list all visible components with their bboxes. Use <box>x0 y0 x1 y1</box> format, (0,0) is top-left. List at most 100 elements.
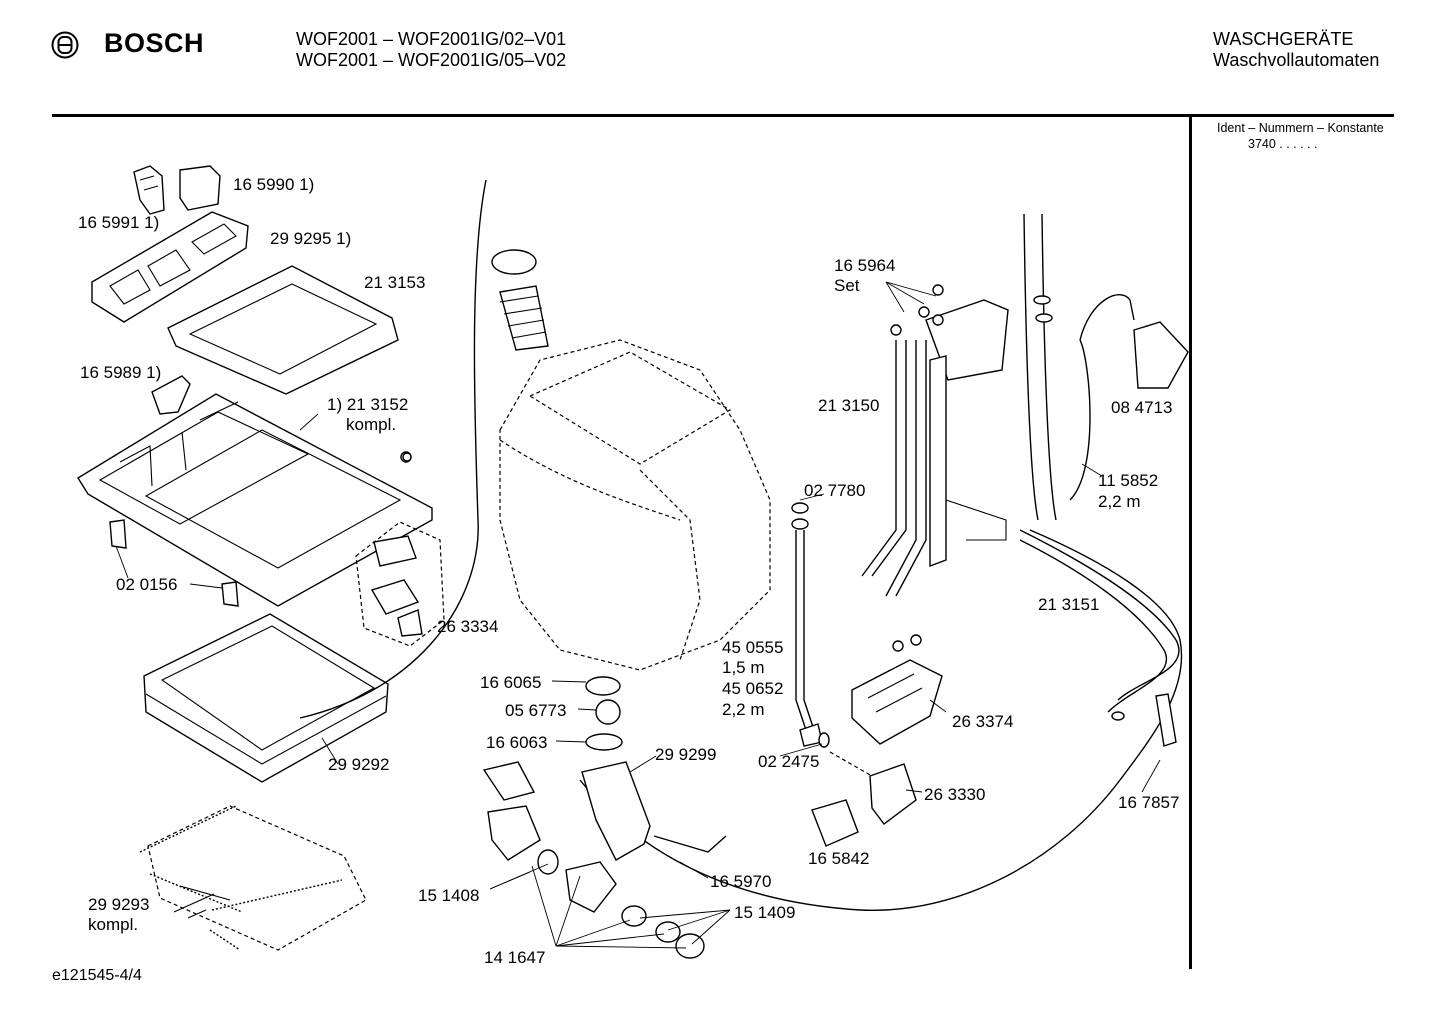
svg-text:29 9293: 29 9293 <box>88 895 149 914</box>
svg-text:Set: Set <box>834 276 860 295</box>
svg-text:15 1409: 15 1409 <box>734 903 795 922</box>
svg-text:29 9295 1): 29 9295 1) <box>270 229 351 248</box>
svg-text:26 3374: 26 3374 <box>952 712 1013 731</box>
drawer-housing-part <box>167 265 399 395</box>
part-label: 26 3374 <box>952 712 1013 731</box>
svg-text:16 6063: 16 6063 <box>486 733 547 752</box>
ident-title: Ident – Nummern – Konstante <box>1217 121 1384 135</box>
part-label: 21 3150 <box>818 396 879 415</box>
springs-set-part <box>139 805 367 951</box>
svg-text:02 7780: 02 7780 <box>804 481 865 500</box>
svg-text:21 3150: 21 3150 <box>818 396 879 415</box>
inlet-manifold-part <box>861 284 1009 597</box>
part-label: 29 9293 <box>88 895 149 914</box>
model-line-2: WOF2001 – WOF2001IG/05–V02 <box>296 50 567 70</box>
part-label: Set <box>834 276 860 295</box>
part-label: 26 3330 <box>924 785 985 804</box>
drain-hose-part <box>1023 213 1189 521</box>
door-seal-frame-part <box>143 613 389 783</box>
svg-text:1) 21 3152: 1) 21 3152 <box>327 395 408 414</box>
part-label: 21 3153 <box>364 273 425 292</box>
svg-text:1,5 m: 1,5 m <box>722 658 765 677</box>
part-label: 16 5991 1) <box>78 213 159 232</box>
svg-text:kompl.: kompl. <box>346 415 396 434</box>
part-label: 2,2 m <box>722 700 765 719</box>
part-label: 16 6063 <box>486 733 547 752</box>
drawing-number: e121545-4/4 <box>52 967 142 984</box>
svg-text:15 1408: 15 1408 <box>418 886 479 905</box>
category-title: WASCHGERÄTE <box>1213 29 1354 49</box>
svg-text:08 4713: 08 4713 <box>1111 398 1172 417</box>
part-label: 1) 21 3152 <box>327 395 408 414</box>
part-label: 1,5 m <box>722 658 765 677</box>
part-label: 11 5852 <box>1098 471 1158 490</box>
part-label: 16 5990 1) <box>233 175 314 194</box>
pressure-switch-group <box>355 452 445 647</box>
part-label: 16 5989 1) <box>80 363 161 382</box>
part-label: 02 0156 <box>116 575 177 594</box>
ident-value: 3740 . . . . . . <box>1248 137 1318 151</box>
svg-text:kompl.: kompl. <box>88 915 138 934</box>
pressure-valve-part <box>811 751 917 847</box>
part-label: 05 6773 <box>505 701 566 720</box>
svg-text:29 9299: 29 9299 <box>655 745 716 764</box>
svg-text:05 6773: 05 6773 <box>505 701 566 720</box>
detergent-drawer-part <box>91 211 249 323</box>
subcategory-title: Waschvollautomaten <box>1213 50 1380 70</box>
inlet-valve-part <box>851 634 943 745</box>
svg-text:26 3334: 26 3334 <box>437 617 498 636</box>
part-labels: 16 5990 1) 16 5991 1) 29 9295 1) 21 3153… <box>78 175 1179 967</box>
svg-text:11 5852: 11 5852 <box>1098 471 1158 490</box>
tub-casing-part <box>499 339 771 671</box>
brand-name: BOSCH <box>104 28 205 58</box>
drain-hose-outline <box>579 529 1183 911</box>
svg-text:45 0652: 45 0652 <box>722 679 783 698</box>
part-label: 2,2 m <box>1098 492 1141 511</box>
part-label: 15 1409 <box>734 903 795 922</box>
svg-text:29 9292: 29 9292 <box>328 755 389 774</box>
svg-text:16 7857: 16 7857 <box>1118 793 1179 812</box>
hose-outline <box>299 179 487 719</box>
part-label: 14 1647 <box>484 948 545 967</box>
model-line-1: WOF2001 – WOF2001IG/02–V01 <box>296 29 567 49</box>
part-label: 26 3334 <box>437 617 498 636</box>
svg-text:16 5989 1): 16 5989 1) <box>80 363 161 382</box>
part-label: 21 3151 <box>1038 595 1099 614</box>
svg-text:16 6065: 16 6065 <box>480 673 541 692</box>
part-label: 15 1408 <box>418 886 479 905</box>
svg-text:2,2 m: 2,2 m <box>722 700 765 719</box>
part-label: 29 9292 <box>328 755 389 774</box>
part-label: 29 9295 1) <box>270 229 351 248</box>
svg-text:02 2475: 02 2475 <box>758 752 819 771</box>
header-divider <box>52 114 1394 117</box>
leader-lines <box>115 281 1161 949</box>
part-label: 29 9299 <box>655 745 716 764</box>
part-label: kompl. <box>88 915 138 934</box>
siphon-clip-part <box>151 375 191 415</box>
bellows-hose-part <box>491 249 549 351</box>
part-label: 45 0555 <box>722 638 783 657</box>
svg-text:14 1647: 14 1647 <box>484 948 545 967</box>
part-label: 08 4713 <box>1111 398 1172 417</box>
bosch-logo-icon <box>51 31 79 59</box>
svg-text:16 5991 1): 16 5991 1) <box>78 213 159 232</box>
svg-text:21 3153: 21 3153 <box>364 273 425 292</box>
svg-text:45 0555: 45 0555 <box>722 638 783 657</box>
drawer-cap-part <box>133 165 221 215</box>
sidebar-divider <box>1189 116 1192 969</box>
part-label: 02 2475 <box>758 752 819 771</box>
svg-text:16 5964: 16 5964 <box>834 256 895 275</box>
part-label: kompl. <box>346 415 396 434</box>
svg-text:16 5842: 16 5842 <box>808 849 869 868</box>
svg-text:16 5970: 16 5970 <box>710 872 771 891</box>
svg-text:26 3330: 26 3330 <box>924 785 985 804</box>
inlet-hose-part <box>791 502 830 748</box>
outlet-pipe-part <box>1019 529 1180 747</box>
svg-text:2,2 m: 2,2 m <box>1098 492 1141 511</box>
part-label: 45 0652 <box>722 679 783 698</box>
part-label: 16 5964 <box>834 256 895 275</box>
part-label: 02 7780 <box>804 481 865 500</box>
svg-text:16 5990 1): 16 5990 1) <box>233 175 314 194</box>
svg-text:02 0156: 02 0156 <box>116 575 177 594</box>
